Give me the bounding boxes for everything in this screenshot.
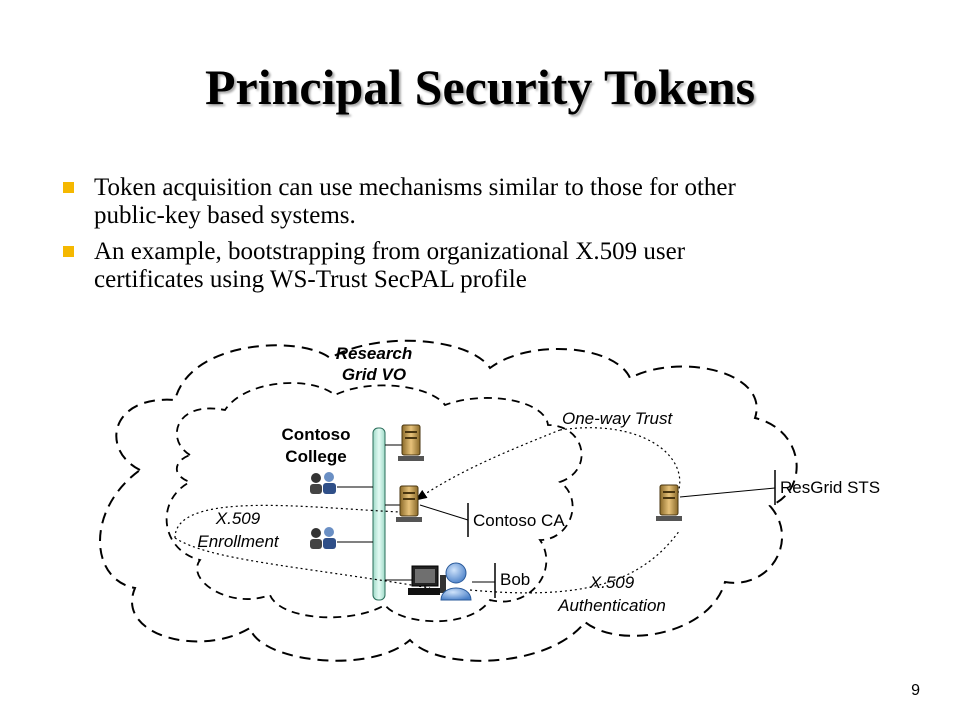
sts-server-icon (656, 484, 682, 521)
bullet-text-line: An example, bootstrapping from organizat… (94, 238, 686, 265)
bullet-text-line: Token acquisition can use mechanisms sim… (94, 174, 736, 201)
server-icon (398, 424, 424, 461)
one-way-trust-arrow (415, 429, 561, 501)
inner-cloud-boundary (165, 382, 583, 623)
bullet-square-icon (63, 182, 74, 193)
outer-cloud-boundary (99, 339, 798, 662)
outer-cloud-label: Research (336, 344, 413, 363)
users-icon (310, 472, 336, 494)
outer-cloud-label: Grid VO (342, 365, 406, 384)
users-icon (310, 527, 336, 549)
enrollment-label: Enrollment (197, 532, 280, 551)
sts-label: ResGrid STS (780, 478, 880, 497)
bullet-text-line: certificates using WS-Trust SecPAL profi… (94, 266, 527, 293)
ca-label: Contoso CA (473, 511, 565, 530)
network-bus (372, 427, 386, 601)
slide-title: Principal Security Tokens (204, 59, 756, 115)
user-icon (440, 562, 472, 601)
bullet-item: Token acquisition can use mechanisms sim… (60, 174, 920, 230)
user-label: Bob (500, 570, 530, 589)
authentication-label: Authentication (557, 596, 666, 615)
trust-diagram: Research Grid VO Contoso College One-way… (99, 339, 880, 662)
authentication-label: X.509 (589, 573, 635, 592)
inner-cloud-label: Contoso (282, 425, 351, 444)
trust-label: One-way Trust (562, 409, 673, 428)
page-number: 9 (911, 682, 920, 699)
trust-link-line (559, 427, 681, 494)
ca-server-icon (396, 485, 422, 522)
enrollment-label: X.509 (215, 509, 261, 528)
inner-cloud-label: College (285, 447, 346, 466)
bullet-list: Token acquisition can use mechanisms sim… (60, 174, 920, 302)
bullet-text-line: public-key based systems. (94, 202, 356, 229)
workstation-icon (408, 565, 446, 595)
bullet-item: An example, bootstrapping from organizat… (60, 238, 920, 294)
bullet-square-icon (63, 246, 74, 257)
enrollment-flow-line (174, 504, 401, 539)
